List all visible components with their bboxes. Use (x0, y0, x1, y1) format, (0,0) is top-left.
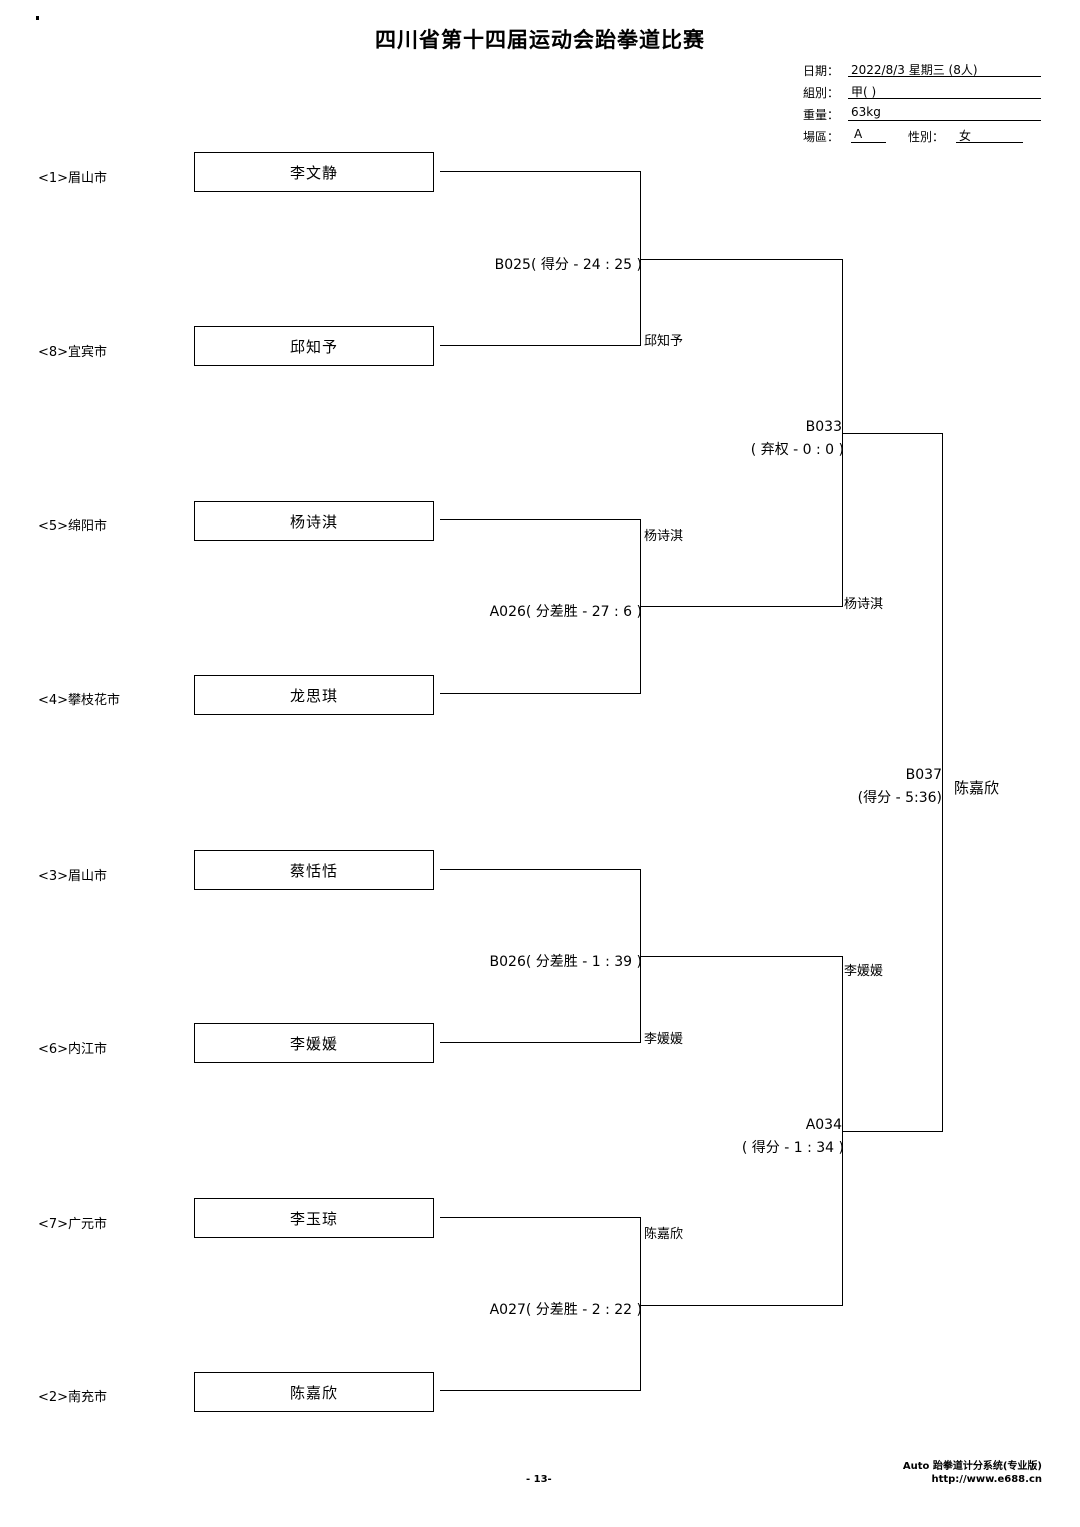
seed-label: <4>攀枝花市 (38, 693, 121, 708)
match-code: B033 (805, 419, 842, 435)
bracket-line (842, 433, 943, 434)
competitor-box: 李文静 (194, 152, 434, 192)
bracket-line (440, 1042, 641, 1043)
competitor-box: 李媛媛 (194, 1023, 434, 1063)
bracket-line (440, 1390, 641, 1391)
seed-label: <1>眉山市 (38, 171, 108, 186)
bracket-line (842, 1131, 943, 1132)
date-value: 2022/8/3 星期三 (8人) (848, 61, 1041, 77)
seed-label: <6>内江市 (38, 1042, 108, 1057)
seed-label: <7>广元市 (38, 1217, 108, 1232)
competitor-box: 龙思琪 (194, 675, 434, 715)
bracket-line (440, 345, 641, 346)
match-code: A034 (805, 1117, 842, 1133)
seed-label: <2>南充市 (38, 1390, 108, 1405)
final-result: (得分 - 5:36) (857, 790, 942, 806)
bracket-line (440, 519, 641, 520)
group-label: 組別： (803, 86, 840, 100)
match-winner: 陈嘉欣 (644, 1227, 684, 1242)
bracket-line (440, 171, 641, 172)
competitor-box: 杨诗淇 (194, 501, 434, 541)
system-url: http://www.e688.cn (931, 1474, 1042, 1485)
gender-label: 性別： (908, 130, 945, 144)
bracket-line (640, 259, 843, 260)
match-result: A027( 分差胜 - 2 : 22 ) (489, 1302, 642, 1318)
match-result: B026( 分差胜 - 1 : 39 ) (489, 954, 642, 970)
bracket-line (640, 171, 641, 346)
date-label: 日期： (803, 64, 840, 78)
bracket-line (640, 1217, 641, 1391)
match-result: B025( 得分 - 24 : 25 ) (494, 257, 642, 273)
competitor-box: 李玉琼 (194, 1198, 434, 1238)
competitor-box: 蔡恬恬 (194, 850, 434, 890)
final-code: B037 (905, 767, 942, 783)
bracket-line (440, 869, 641, 870)
match-winner: 邱知予 (644, 334, 684, 349)
bracket-line (640, 956, 843, 957)
match-winner: 杨诗淇 (644, 529, 684, 544)
match-winner: 李媛媛 (644, 1032, 684, 1047)
page-title: 四川省第十四届运动会跆拳道比赛 (375, 28, 705, 52)
match-winner: 杨诗淇 (844, 597, 884, 612)
group-value: 甲( ) (848, 83, 1041, 99)
bracket-line (440, 1217, 641, 1218)
bracket-line (640, 606, 843, 607)
match-result: A026( 分差胜 - 27 : 6 ) (489, 604, 642, 620)
page-number: - 13- (526, 1474, 552, 1485)
match-result: ( 得分 - 1 : 34 ) (741, 1140, 844, 1156)
area-label: 場區： (803, 130, 840, 144)
match-winner: 李媛媛 (844, 964, 884, 979)
weight-label: 重量： (803, 108, 840, 122)
weight-value: 63kg (848, 105, 1041, 121)
champion-name: 陈嘉欣 (954, 779, 1000, 797)
area-value: A (851, 127, 886, 143)
gender-value: 女 (956, 127, 1023, 143)
competitor-box: 陈嘉欣 (194, 1372, 434, 1412)
seed-label: <5>绵阳市 (38, 519, 108, 534)
system-credit: Auto 跆拳道计分系统(专业版) (902, 1461, 1042, 1472)
seed-label: <3>眉山市 (38, 869, 108, 884)
bracket-line (942, 433, 943, 1132)
corner-mark (36, 16, 39, 20)
competitor-box: 邱知予 (194, 326, 434, 366)
bracket-line (440, 693, 641, 694)
seed-label: <8>宜宾市 (38, 345, 108, 360)
match-result: ( 弃权 - 0 : 0 ) (750, 442, 844, 458)
bracket-line (640, 1305, 843, 1306)
